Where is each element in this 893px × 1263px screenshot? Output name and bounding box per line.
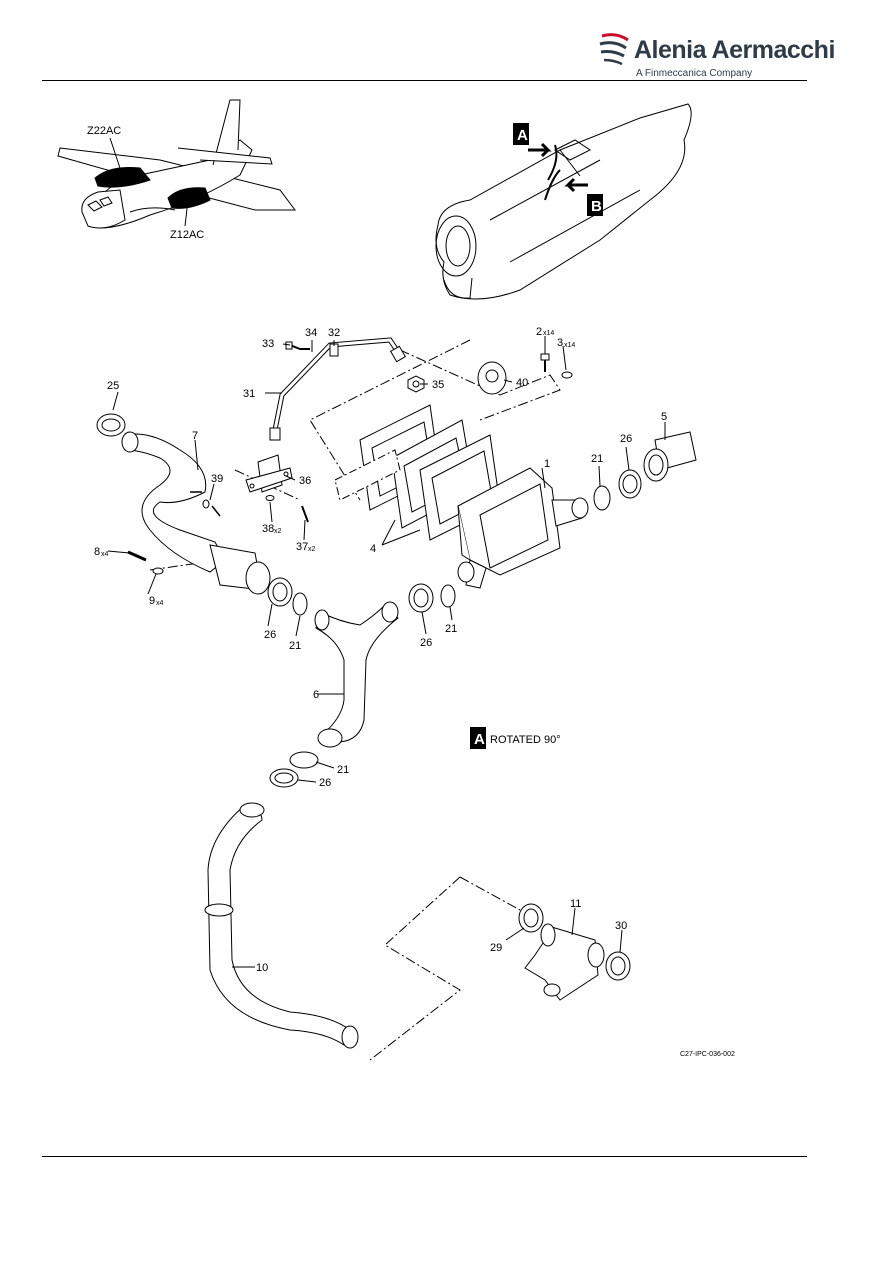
footer-rule [42, 1156, 807, 1157]
brand-logo: Alenia Aermacchi A Finmeccanica Company [598, 22, 835, 82]
detail-marker-a-box [513, 123, 529, 145]
detail-marker-b-box [587, 194, 603, 216]
callout-32: 32 [328, 327, 340, 339]
callout-26-d: 26 [319, 777, 331, 789]
callout-21-d: 21 [337, 764, 349, 776]
callout-9: 9 [149, 595, 155, 607]
callout-34: 34 [305, 327, 317, 339]
callout-21-b: 21 [289, 640, 301, 652]
callout-10: 10 [256, 962, 268, 974]
rotation-marker-box [470, 727, 486, 749]
callout-1: 1 [544, 458, 550, 470]
rotation-note: ROTATED 90° [490, 734, 561, 746]
callout-21-a: 21 [591, 453, 603, 465]
callout-36: 36 [299, 475, 311, 487]
callout-11: 11 [570, 898, 581, 910]
callout-5: 5 [661, 411, 667, 423]
brand-subtitle: A Finmeccanica Company [636, 68, 753, 79]
callout-7: 7 [192, 430, 198, 442]
zone-label-z22ac: Z22AC [87, 125, 121, 137]
header-rule [42, 80, 807, 81]
callout-29: 29 [490, 942, 502, 954]
callout-26-b: 26 [264, 629, 276, 641]
brand-name: Alenia Aermacchi [634, 36, 835, 64]
callout-26-a: 26 [620, 433, 632, 445]
callout-21-c: 21 [445, 623, 457, 635]
callout-9-qty: x4 [156, 600, 164, 607]
rotation-marker-letter: A [474, 731, 485, 748]
callout-40: 40 [516, 377, 528, 389]
callout-2-qty: x14 [543, 330, 554, 337]
aircraft-locator [57, 99, 296, 229]
y-duct-6 [314, 601, 399, 748]
callout-25: 25 [107, 380, 119, 392]
callout-3: 3 [557, 337, 563, 349]
callout-31: 31 [243, 388, 255, 400]
callout-38: 38 [262, 523, 274, 535]
tee-fitting-11 [518, 903, 631, 1001]
callout-33: 33 [262, 338, 274, 350]
figure-reference: C27-IPC-036-002 [680, 1051, 735, 1058]
duct-7 [121, 431, 271, 595]
heat-exchanger [457, 467, 589, 589]
callout-3-qty: x14 [564, 342, 575, 349]
callout-30: 30 [615, 920, 627, 932]
callout-8-qty: x4 [101, 551, 109, 558]
callout-37: 37 [296, 541, 308, 553]
zone-label-z12ac: Z12AC [170, 229, 204, 241]
callout-4: 4 [370, 543, 376, 555]
callout-38-qty: x2 [274, 528, 282, 535]
detail-marker-a: A [517, 127, 528, 144]
callout-2: 2 [536, 326, 542, 338]
nacelle-view [435, 103, 692, 300]
callout-35: 35 [432, 379, 444, 391]
callout-26-c: 26 [420, 637, 432, 649]
duct-10 [204, 802, 359, 1049]
callout-6: 6 [313, 689, 319, 701]
callout-37-qty: x2 [308, 546, 316, 553]
leader-lines [107, 336, 666, 968]
detail-marker-b: B [591, 198, 602, 215]
callout-labels: 1 2 x14 3 x14 4 5 6 7 8 x4 9 x4 10 11 21… [94, 326, 667, 974]
callout-39: 39 [211, 473, 223, 485]
brand-swoosh-icon [599, 33, 629, 66]
callout-8: 8 [94, 546, 100, 558]
